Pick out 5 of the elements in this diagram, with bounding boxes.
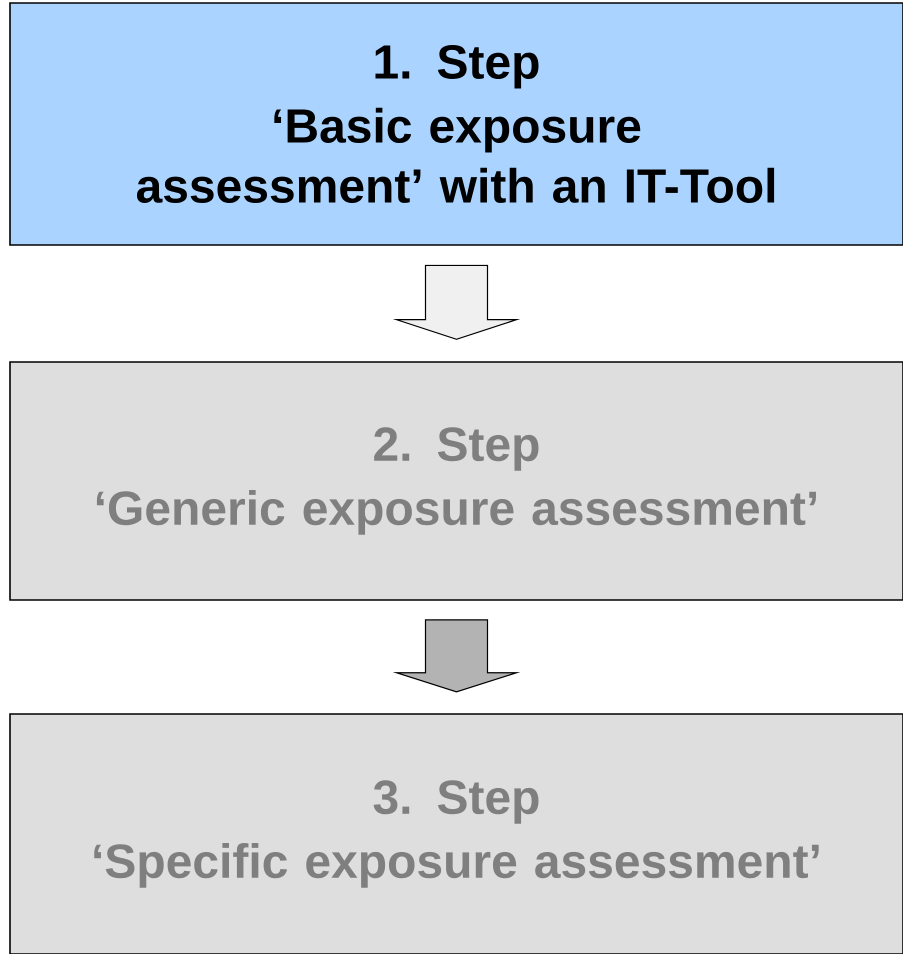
step-box: 2. Step ‘Generic exposure assessment’ xyxy=(9,361,903,601)
block-arrow xyxy=(392,619,520,692)
step-box: 3. Step ‘Specific exposure assessment’ xyxy=(9,713,903,954)
block-arrow xyxy=(392,264,520,340)
step-box: 1. Step ‘Basic exposure assessment’ with an IT-Tool xyxy=(9,2,903,246)
